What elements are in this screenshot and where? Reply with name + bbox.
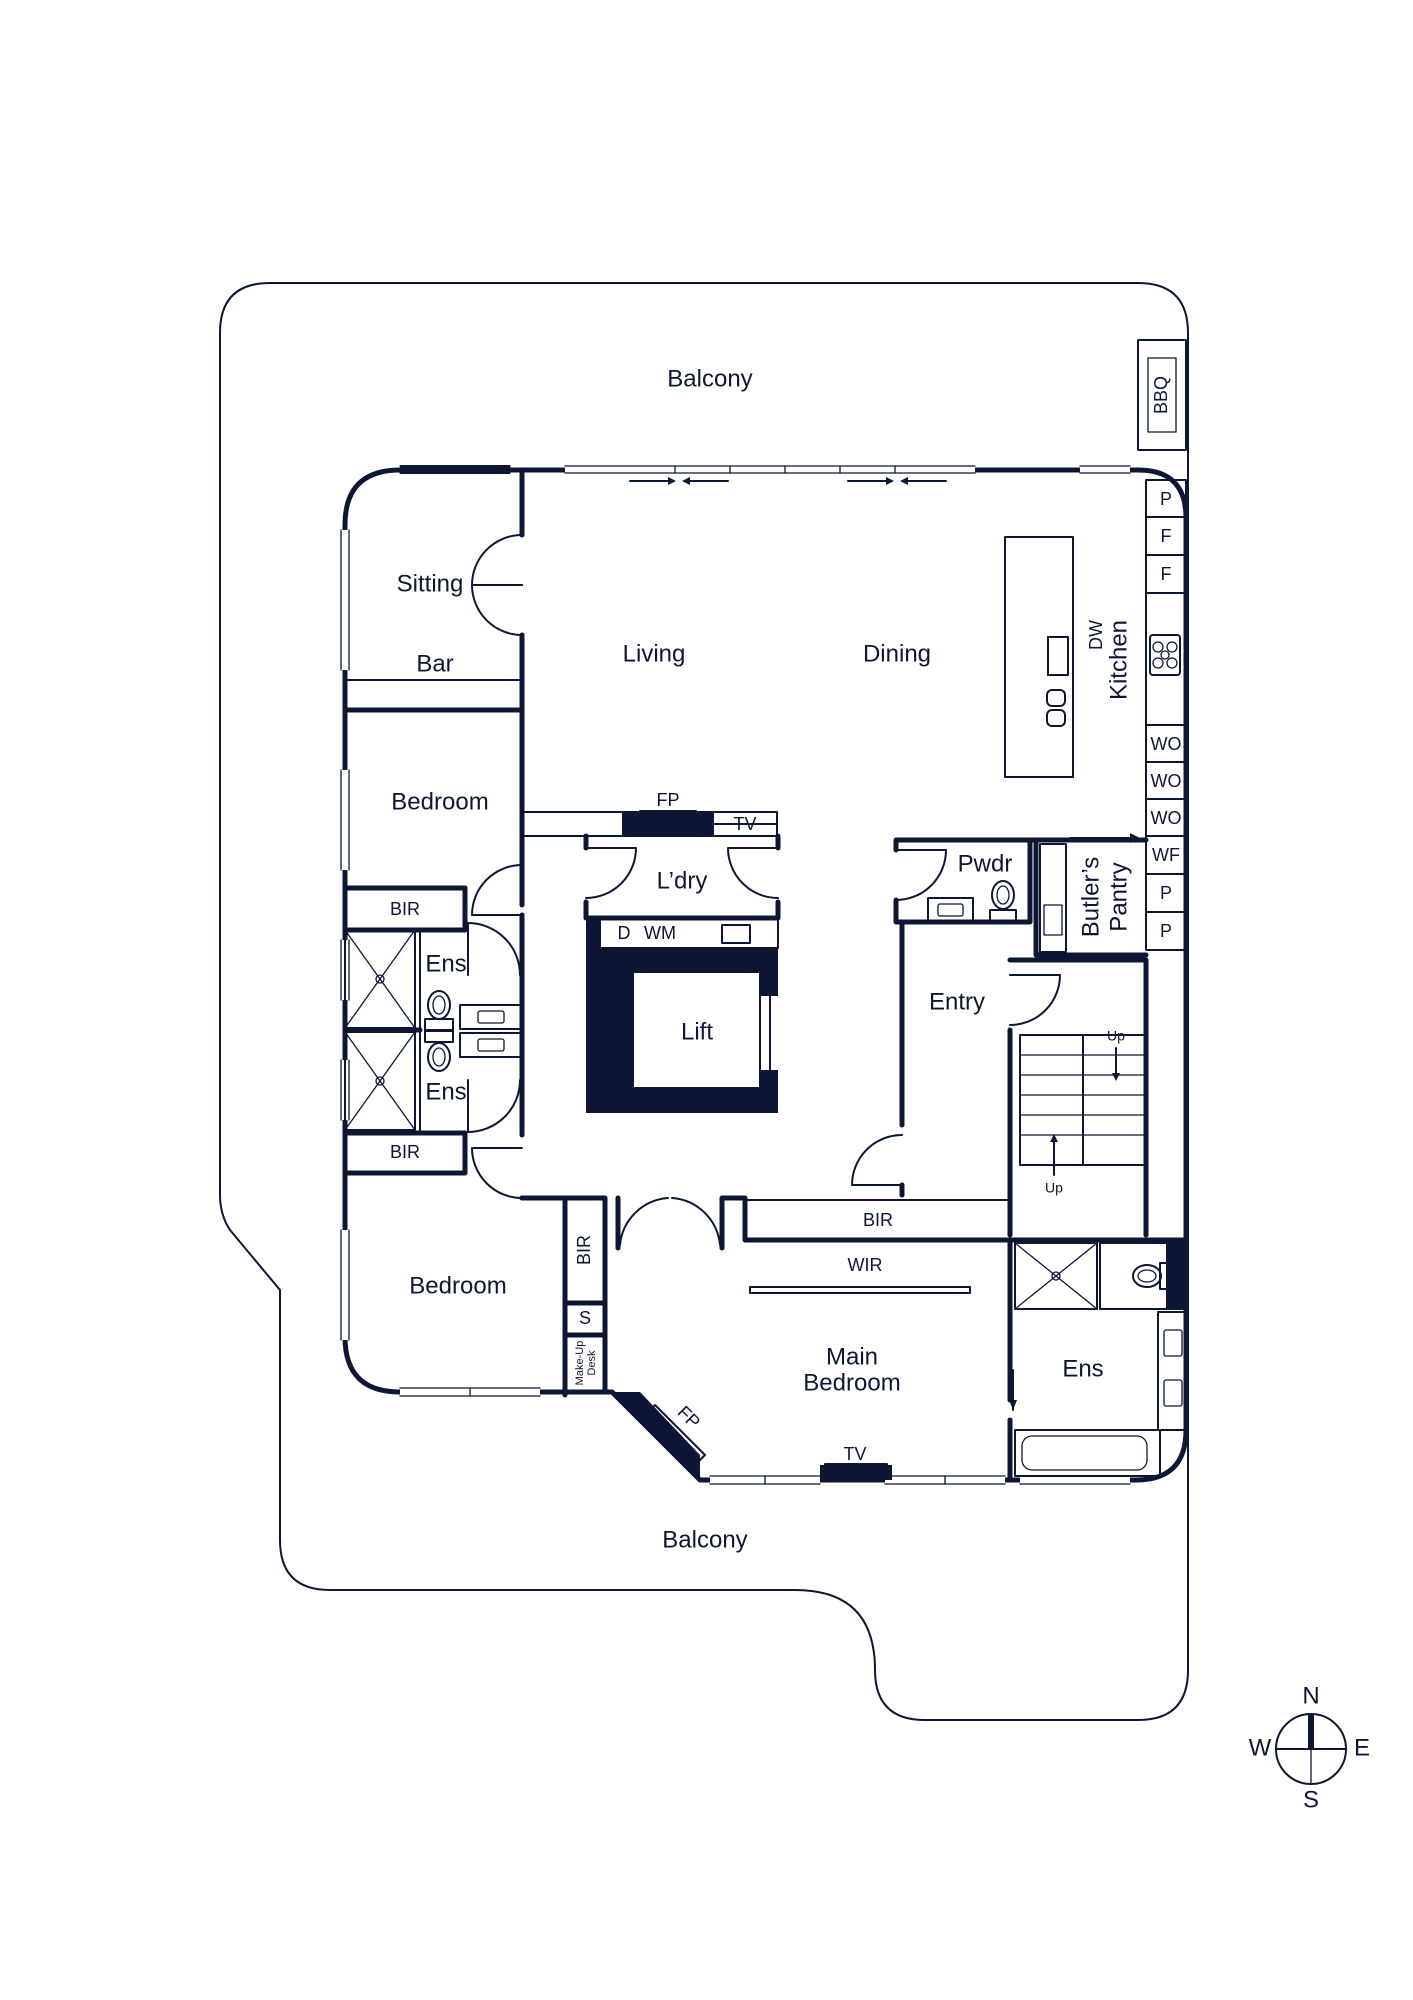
makeup-desk-line2: Desk xyxy=(586,1350,598,1376)
ensuite-main-label: Ens xyxy=(1062,1355,1103,1382)
staircase xyxy=(1019,1034,1147,1176)
fp-living-label: FP xyxy=(656,790,679,810)
cabinet-f-2: F xyxy=(1161,564,1172,584)
dryer-label: D xyxy=(618,923,631,943)
entry-door-upper xyxy=(1009,974,1061,1026)
main-fireplace xyxy=(612,1392,706,1480)
sitting-door-left xyxy=(471,534,523,586)
kitchen-cabinets xyxy=(1145,479,1187,951)
balcony-outline xyxy=(219,282,1189,1721)
living-label: Living xyxy=(623,640,686,667)
washer-label: WM xyxy=(644,923,676,943)
main-bedroom-north-wall xyxy=(519,1195,1013,1251)
sitting-door-right xyxy=(471,584,523,636)
entry-door-lower xyxy=(851,1134,903,1186)
bir-1-label: BIR xyxy=(390,899,420,919)
storage-label: S xyxy=(579,1308,591,1328)
main-bedroom-door-right xyxy=(671,1197,721,1246)
sitting-label: Sitting xyxy=(397,570,464,597)
compass xyxy=(1275,1713,1347,1785)
lift xyxy=(586,948,778,1113)
island-sinks xyxy=(1047,636,1069,676)
laundry-sink xyxy=(721,924,751,944)
shower-1 xyxy=(344,929,416,1029)
vanity-ensuite-2 xyxy=(459,1032,523,1058)
bir-main-label: BIR xyxy=(863,1210,893,1230)
laundry-door-right xyxy=(727,847,779,899)
stairs-up-label-1: Up xyxy=(1107,1028,1125,1044)
bir-3-label: BIR xyxy=(574,1235,594,1265)
cabinet-p-3: P xyxy=(1160,921,1172,941)
pantry-label-line1: Butler’s xyxy=(1077,857,1104,937)
ensuite-2-door xyxy=(467,1079,521,1133)
entry-label: Entry xyxy=(929,988,985,1015)
sliding-door-arrows xyxy=(629,477,947,485)
cabinet-wo-1: WO xyxy=(1151,734,1182,754)
pantry-walls xyxy=(1027,837,1149,958)
compass-s: S xyxy=(1303,1786,1319,1813)
cabinet-p-2: P xyxy=(1160,883,1172,903)
bedroom-1-label: Bedroom xyxy=(391,788,488,815)
powder-door xyxy=(895,849,947,901)
stair-walls xyxy=(1007,957,1149,1238)
dw-label: DW xyxy=(1086,620,1106,650)
makeup-desk-line1: Make-Up xyxy=(574,1341,586,1386)
toilet-ensuite-2 xyxy=(424,1029,454,1072)
main-toilet xyxy=(1132,1262,1169,1290)
compass-w: W xyxy=(1249,1734,1272,1761)
dining-label: Dining xyxy=(863,640,931,667)
compass-e: E xyxy=(1354,1734,1370,1761)
ensuite-1-door xyxy=(467,922,521,976)
laundry-door-left xyxy=(585,847,637,899)
bedroom-1-door xyxy=(471,864,523,916)
wir-rail xyxy=(749,1286,971,1294)
cabinet-wf: WF xyxy=(1152,845,1180,865)
cabinet-wo-3: WO xyxy=(1151,808,1182,828)
kitchen-island xyxy=(1004,536,1074,778)
cabinet-p-1: P xyxy=(1160,489,1172,509)
pantry-label-line2: Pantry xyxy=(1105,862,1132,931)
tv-main-label: TV xyxy=(843,1444,866,1464)
kitchen-label: Kitchen xyxy=(1105,620,1132,700)
laundry-label: L’dry xyxy=(657,867,708,894)
bir-2 xyxy=(342,1130,468,1176)
compass-n: N xyxy=(1302,1682,1319,1709)
ensuite-2-label: Ens xyxy=(425,1078,466,1105)
cabinet-wo-2: WO xyxy=(1151,771,1182,791)
toilet-ensuite-1 xyxy=(424,990,454,1032)
lift-label: Lift xyxy=(681,1018,713,1045)
ensuite-1-label: Ens xyxy=(425,950,466,977)
main-bedroom-label-line2: Bedroom xyxy=(803,1369,900,1396)
cooktop xyxy=(1149,634,1181,676)
bedroom-2-door xyxy=(471,1147,523,1199)
wir-label: WIR xyxy=(848,1255,883,1275)
vanity-ensuite-1 xyxy=(459,1004,523,1030)
main-shower xyxy=(1014,1242,1098,1310)
pantry-bench xyxy=(1039,843,1067,953)
tv-living-label: TV xyxy=(733,814,756,834)
powder-label: Pwdr xyxy=(958,850,1013,877)
shower-2 xyxy=(344,1031,416,1131)
bar-label: Bar xyxy=(416,650,453,677)
powder-vanity xyxy=(927,897,974,923)
island-stools xyxy=(1046,689,1066,727)
main-vanity xyxy=(1157,1311,1187,1431)
powder-toilet xyxy=(989,880,1017,923)
bir-2-label: BIR xyxy=(390,1142,420,1162)
bir-main xyxy=(744,1199,1011,1241)
main-bedroom-label-line1: Main xyxy=(826,1343,878,1370)
cabinet-f-1: F xyxy=(1161,526,1172,546)
main-bath xyxy=(1014,1429,1161,1477)
stairs-up-label-2: Up xyxy=(1045,1180,1063,1196)
bbq-unit xyxy=(1137,339,1187,451)
makeup-desk xyxy=(562,1332,608,1395)
balcony-north-label: Balcony xyxy=(667,365,752,392)
bbq-label: BBQ xyxy=(1151,376,1171,414)
bedroom-2-label: Bedroom xyxy=(409,1272,506,1299)
balcony-south-label: Balcony xyxy=(662,1526,747,1553)
main-bedroom-door-left xyxy=(619,1197,669,1246)
